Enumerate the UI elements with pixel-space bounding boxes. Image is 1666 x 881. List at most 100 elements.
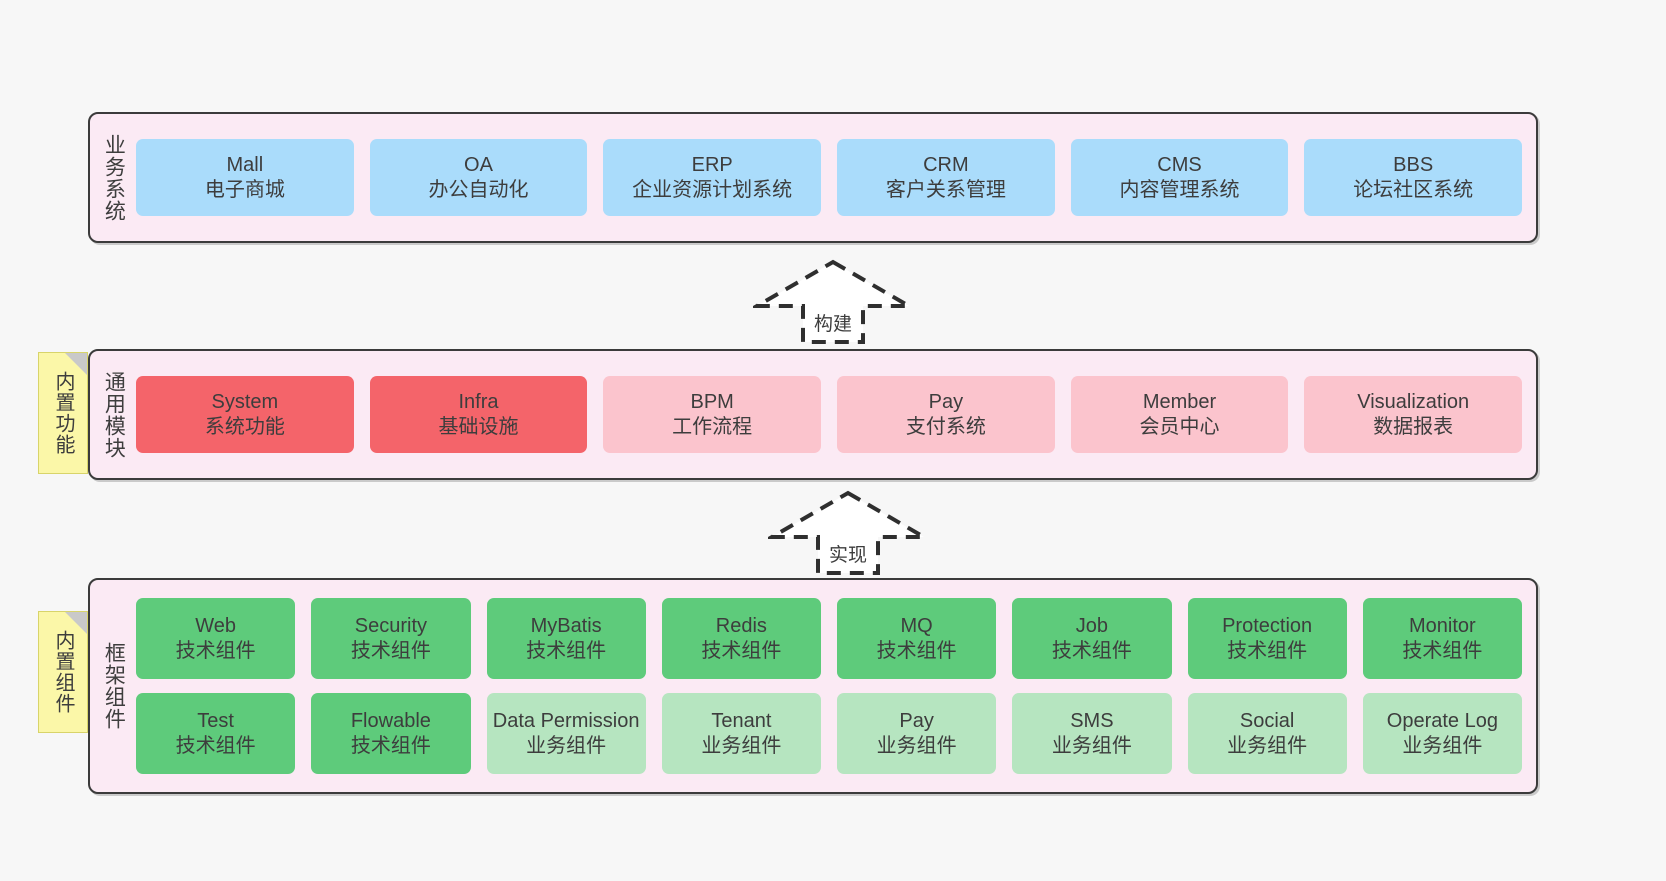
- cell-desc: 业务组件: [526, 734, 607, 757]
- cell-name: Mall: [226, 154, 264, 177]
- general-modules-row: System 系统功能 Infra 基础设施 BPM 工作流程 Pay 支付系统…: [136, 376, 1523, 453]
- cell-desc: 办公自动化: [428, 178, 529, 201]
- cell-name: Member: [1142, 391, 1217, 414]
- cell-desc: 支付系统: [905, 415, 986, 438]
- cell-desc: 技术组件: [1402, 639, 1483, 662]
- general-modules-layer-title: 通用模块: [102, 370, 126, 459]
- cell-desc: 客户关系管理: [885, 178, 1006, 201]
- general-modules-layer: 通用模块 System 系统功能 Infra 基础设施 BPM 工作流程 Pay…: [88, 349, 1538, 480]
- framework-cell-protection[interactable]: Protection 技术组件: [1187, 598, 1347, 679]
- business-cell-erp[interactable]: ERP 企业资源计划系统: [603, 139, 822, 216]
- framework-cell-job[interactable]: Job 技术组件: [1012, 598, 1172, 679]
- cell-desc: 企业资源计划系统: [632, 178, 793, 201]
- cell-name: Pay: [899, 710, 934, 733]
- module-cell-bpm[interactable]: BPM 工作流程: [603, 376, 822, 453]
- cell-desc: 技术组件: [1051, 639, 1132, 662]
- cell-desc: 技术组件: [1227, 639, 1308, 662]
- business-cell-crm[interactable]: CRM 客户关系管理: [837, 139, 1055, 216]
- cell-desc: 基础设施: [438, 415, 519, 438]
- business-system-layer-body: Mall 电子商城 OA 办公自动化 ERP 企业资源计划系统 CRM 客户关系…: [136, 114, 1536, 241]
- cell-name: CMS: [1157, 154, 1202, 177]
- module-cell-visualization[interactable]: Visualization 数据报表: [1304, 376, 1523, 453]
- cell-name: Job: [1075, 615, 1108, 638]
- cell-name: Data Permission: [492, 710, 640, 733]
- framework-cell-monitor[interactable]: Monitor 技术组件: [1362, 598, 1522, 679]
- framework-tech-row: Web 技术组件 Security 技术组件 MyBatis 技术组件 Redi…: [136, 598, 1522, 679]
- cell-name: Pay: [928, 391, 964, 414]
- cell-desc: 系统功能: [204, 415, 285, 438]
- framework-cell-social[interactable]: Social 业务组件: [1187, 693, 1347, 774]
- cell-name: Operate Log: [1386, 710, 1498, 733]
- cell-name: Tenant: [711, 710, 772, 733]
- business-cell-oa[interactable]: OA 办公自动化: [369, 139, 588, 216]
- cell-desc: 工作流程: [672, 415, 753, 438]
- cell-desc: 数据报表: [1373, 415, 1454, 438]
- cell-desc: 技术组件: [526, 639, 607, 662]
- cell-desc: 技术组件: [350, 734, 431, 757]
- cell-desc: 会员中心: [1139, 415, 1220, 438]
- cell-name: MQ: [900, 615, 933, 638]
- cell-name: SMS: [1070, 710, 1114, 733]
- cell-name: Protection: [1222, 615, 1313, 638]
- cell-name: Visualization: [1357, 391, 1470, 414]
- cell-desc: 业务组件: [701, 734, 782, 757]
- cell-name: BPM: [690, 391, 734, 414]
- cell-name: Flowable: [350, 710, 431, 733]
- build-arrow: 构建: [753, 258, 913, 344]
- cell-name: Infra: [458, 391, 499, 414]
- cell-name: Web: [195, 615, 236, 638]
- framework-cell-tenant[interactable]: Tenant 业务组件: [661, 693, 821, 774]
- cell-name: Social: [1239, 710, 1295, 733]
- cell-desc: 业务组件: [1227, 734, 1308, 757]
- business-cell-mall[interactable]: Mall 电子商城: [136, 139, 354, 216]
- cell-name: Security: [354, 615, 427, 638]
- module-cell-system[interactable]: System 系统功能: [136, 376, 354, 453]
- business-system-row: Mall 电子商城 OA 办公自动化 ERP 企业资源计划系统 CRM 客户关系…: [136, 139, 1523, 216]
- framework-cell-operate-log[interactable]: Operate Log 业务组件: [1362, 693, 1522, 774]
- implement-arrow: 实现: [768, 489, 928, 575]
- cell-desc: 业务组件: [1051, 734, 1132, 757]
- sticky-note-builtin-components: 内置组件: [38, 611, 88, 733]
- cell-name: Test: [197, 710, 234, 733]
- cell-name: ERP: [691, 154, 733, 177]
- implement-arrow-label: 实现: [828, 545, 867, 566]
- cell-desc: 业务组件: [876, 734, 957, 757]
- build-arrow-icon: [753, 259, 913, 344]
- general-modules-layer-body: System 系统功能 Infra 基础设施 BPM 工作流程 Pay 支付系统…: [136, 351, 1536, 478]
- business-cell-bbs[interactable]: BBS 论坛社区系统: [1304, 139, 1523, 216]
- framework-cell-web[interactable]: Web 技术组件: [136, 598, 296, 679]
- business-cell-cms[interactable]: CMS 内容管理系统: [1070, 139, 1289, 216]
- cell-desc: 技术组件: [175, 734, 256, 757]
- framework-cell-security[interactable]: Security 技术组件: [311, 598, 471, 679]
- cell-name: Redis: [715, 615, 767, 638]
- cell-name: Monitor: [1409, 615, 1476, 638]
- framework-cell-mybatis[interactable]: MyBatis 技术组件: [486, 598, 646, 679]
- framework-cell-pay[interactable]: Pay 业务组件: [837, 693, 997, 774]
- cell-name: OA: [464, 154, 493, 177]
- framework-cell-test[interactable]: Test 技术组件: [136, 693, 296, 774]
- business-system-layer-title: 业务系统: [102, 133, 126, 222]
- framework-cell-flowable[interactable]: Flowable 技术组件: [311, 693, 471, 774]
- cell-name: CRM: [923, 154, 969, 177]
- framework-cell-data-permission[interactable]: Data Permission 业务组件: [486, 693, 646, 774]
- module-cell-infra[interactable]: Infra 基础设施: [369, 376, 588, 453]
- framework-cell-redis[interactable]: Redis 技术组件: [661, 598, 821, 679]
- module-cell-pay[interactable]: Pay 支付系统: [837, 376, 1055, 453]
- cell-desc: 技术组件: [350, 639, 431, 662]
- cell-desc: 内容管理系统: [1119, 178, 1240, 201]
- cell-name: System: [211, 391, 279, 414]
- framework-cell-sms[interactable]: SMS 业务组件: [1012, 693, 1172, 774]
- cell-name: BBS: [1393, 154, 1434, 177]
- implement-arrow-icon: [768, 490, 928, 575]
- module-cell-member[interactable]: Member 会员中心: [1070, 376, 1289, 453]
- framework-components-layer: 框架组件 Web 技术组件 Security 技术组件 MyBatis 技术组件…: [88, 578, 1538, 794]
- cell-desc: 技术组件: [175, 639, 256, 662]
- cell-desc: 论坛社区系统: [1353, 178, 1474, 201]
- framework-business-row: Test 技术组件 Flowable 技术组件 Data Permission …: [136, 693, 1522, 774]
- framework-cell-mq[interactable]: MQ 技术组件: [837, 598, 997, 679]
- cell-desc: 电子商城: [204, 178, 285, 201]
- cell-desc: 技术组件: [876, 639, 957, 662]
- framework-components-layer-body: Web 技术组件 Security 技术组件 MyBatis 技术组件 Redi…: [136, 580, 1536, 792]
- cell-name: MyBatis: [530, 615, 602, 638]
- cell-desc: 技术组件: [701, 639, 782, 662]
